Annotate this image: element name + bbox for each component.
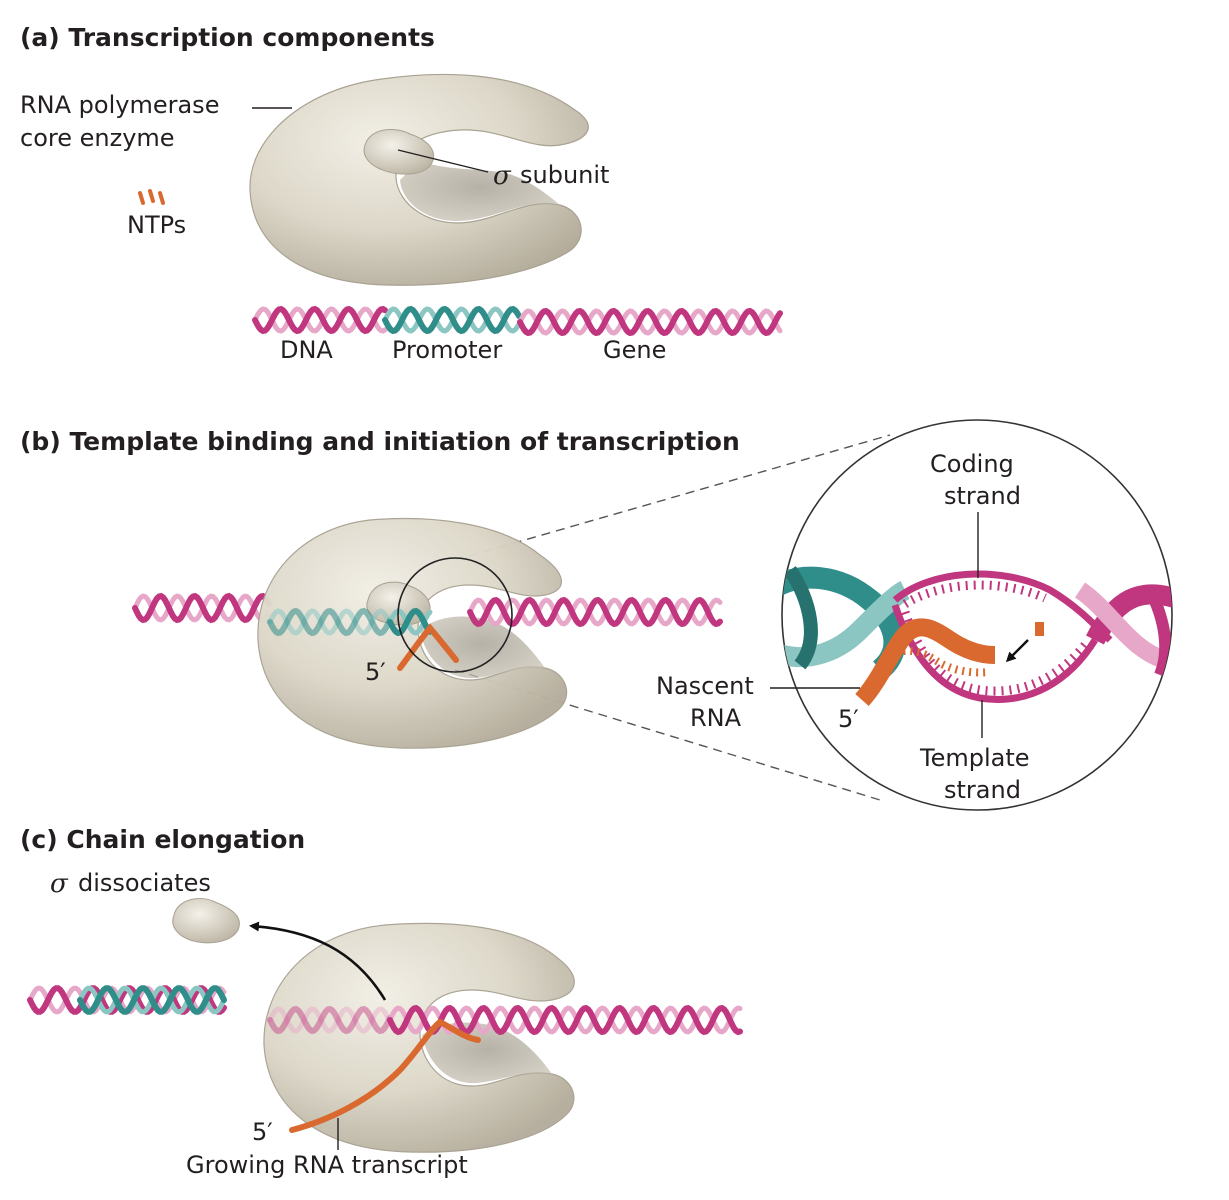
panel-c-heading: (c) Chain elongation: [20, 825, 305, 854]
inset-promoter-strand-3: [784, 566, 818, 670]
promoter-strand-b-inner: [387, 607, 433, 637]
zoom-line-top: [454, 434, 891, 561]
inset-right-helix-3: [1144, 587, 1172, 678]
dna-helix-c-back: [27, 985, 227, 1015]
inset-right-helix-2: [1074, 582, 1169, 669]
inset-circle: [781, 419, 1173, 811]
dissociated-sigma: [172, 898, 240, 944]
panel-b-heading: (b) Template binding and initiation of t…: [20, 427, 740, 456]
transcript-label: Growing RNA transcript: [186, 1151, 468, 1179]
sigma-dissociates-label: dissociates: [78, 869, 211, 897]
panel-a: (a) Transcription components RNA polymer…: [20, 23, 783, 364]
dna-helix-a: [252, 305, 783, 337]
five-prime-b: 5′: [365, 658, 386, 686]
polymerase-label-line1: RNA polymerase: [20, 91, 219, 119]
template-strand-line2: strand: [944, 776, 1021, 804]
dna-strand-a-left: [252, 306, 388, 334]
panel-a-heading: (a) Transcription components: [20, 23, 435, 52]
polymerase-label-line2: core enzyme: [20, 124, 175, 152]
nascent-rna-b: [397, 623, 459, 671]
inset-incoming-ntp: [1035, 622, 1044, 636]
promoter-strand-b: [267, 608, 393, 636]
dna-helix-c-front: [267, 1004, 743, 1036]
promoter-strand-c: [77, 985, 227, 1015]
polymerase-enzyme-a: [249, 73, 589, 286]
dna-strand-c-inside: [267, 1005, 393, 1035]
nascent-rna-line1: Nascent: [656, 672, 754, 700]
gene-strand-c: [387, 1004, 743, 1036]
nascent-rna-line2: RNA: [690, 704, 742, 732]
gene-label: Gene: [603, 336, 666, 364]
template-strand-line1: Template: [919, 744, 1030, 772]
ntp-molecules: [138, 189, 165, 205]
sigma-subunit-a: [363, 128, 435, 175]
inset-promoter-strand-2: [782, 581, 911, 667]
dna-strand-b-left: [132, 592, 272, 624]
polymerase-enzyme-c: [263, 922, 575, 1153]
inset-template-strand: [891, 603, 1098, 703]
zoom-circle-small: [397, 557, 513, 673]
gene-strand-a: [517, 307, 783, 337]
gene-strand-a: [517, 308, 783, 336]
sigma-symbol-a: σ: [493, 161, 512, 191]
gene-strand-c: [387, 1005, 743, 1035]
dissociation-arrow: [249, 921, 387, 1001]
five-prime-c: 5′: [252, 1118, 273, 1146]
ntps-label: NTPs: [127, 211, 186, 239]
inset-right-helix-1: [1086, 584, 1172, 645]
dna-helix-b-back: [132, 592, 272, 624]
sigma-leader-line: [397, 149, 489, 173]
promoter-label: Promoter: [392, 336, 502, 364]
coding-strand-line2: strand: [944, 482, 1021, 510]
sigma-subunit-label: subunit: [520, 161, 609, 189]
panel-b: (b) Template binding and initiation of t…: [20, 419, 1173, 811]
panel-c: (c) Chain elongation σ dissociates 5′ Gr…: [20, 825, 743, 1179]
promoter-strand-b: [267, 607, 393, 637]
five-prime-inset: 5′: [838, 705, 859, 733]
growing-rna-transcript: [289, 1018, 481, 1133]
coding-strand-line1: Coding: [930, 450, 1014, 478]
dna-strand-a-left: [252, 305, 388, 335]
sigma-symbol-c: σ: [50, 869, 69, 899]
gene-strand-b: [467, 597, 723, 627]
promoter-strand-a: [382, 305, 522, 335]
dna-strand-c-inside: [267, 1006, 393, 1034]
dna-label: DNA: [280, 336, 333, 364]
inset-coding-strand: [892, 570, 1113, 643]
inset-ntp-arrow: [1005, 639, 1029, 663]
inset-nascent-rna: [855, 618, 996, 707]
inset-magnified: Coding strand Nascent RNA 5′ Template st…: [656, 419, 1173, 811]
